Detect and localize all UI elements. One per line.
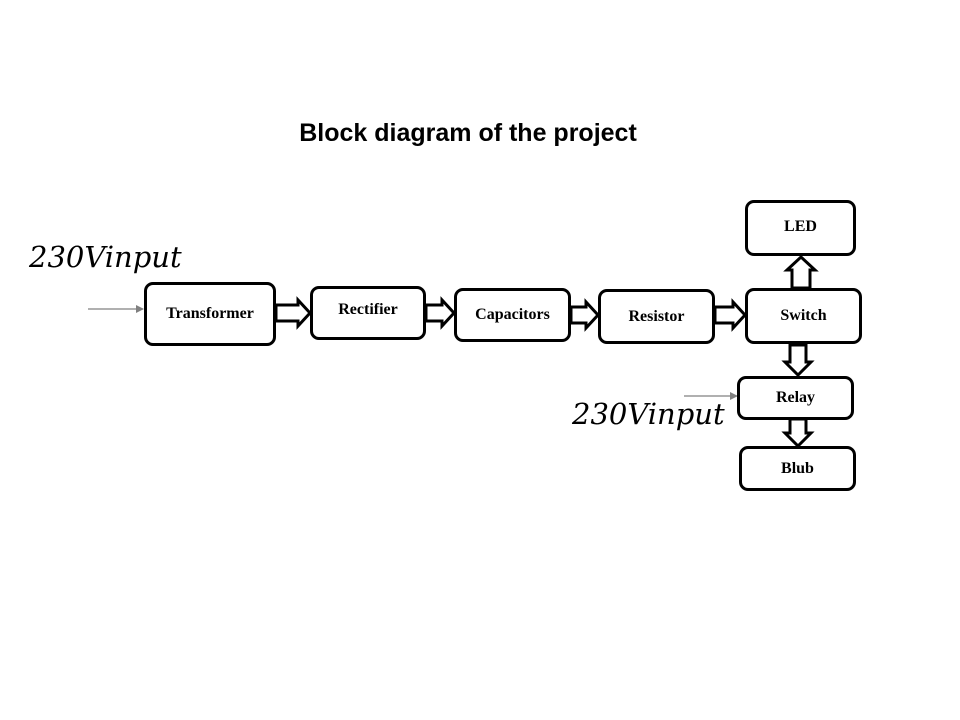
diagram-title: Block diagram of the project bbox=[299, 119, 637, 147]
rectifier-block: Rectifier bbox=[310, 286, 426, 340]
switch-block: Switch bbox=[745, 288, 862, 344]
capacitors-block: Capacitors bbox=[454, 288, 571, 342]
relay-input-label: 230Vinput bbox=[572, 397, 725, 431]
transformer-block: Transformer bbox=[144, 282, 276, 346]
relay-block: Relay bbox=[737, 376, 854, 420]
arrow-rectifier-to-capacitors bbox=[424, 296, 457, 330]
arrow-switch-to-relay bbox=[781, 343, 815, 378]
arrow-relay-to-blub bbox=[781, 417, 815, 449]
led-block: LED bbox=[745, 200, 856, 256]
resistor-block: Resistor bbox=[598, 289, 715, 344]
arrow-resistor-to-switch bbox=[713, 298, 748, 332]
blub-block: Blub bbox=[739, 446, 856, 491]
arrow-capacitors-to-resistor bbox=[569, 298, 601, 332]
arrow-switch-to-led bbox=[783, 254, 819, 290]
main-input-label: 230Vinput bbox=[29, 240, 182, 274]
arrow-transformer-to-rectifier bbox=[274, 296, 313, 330]
